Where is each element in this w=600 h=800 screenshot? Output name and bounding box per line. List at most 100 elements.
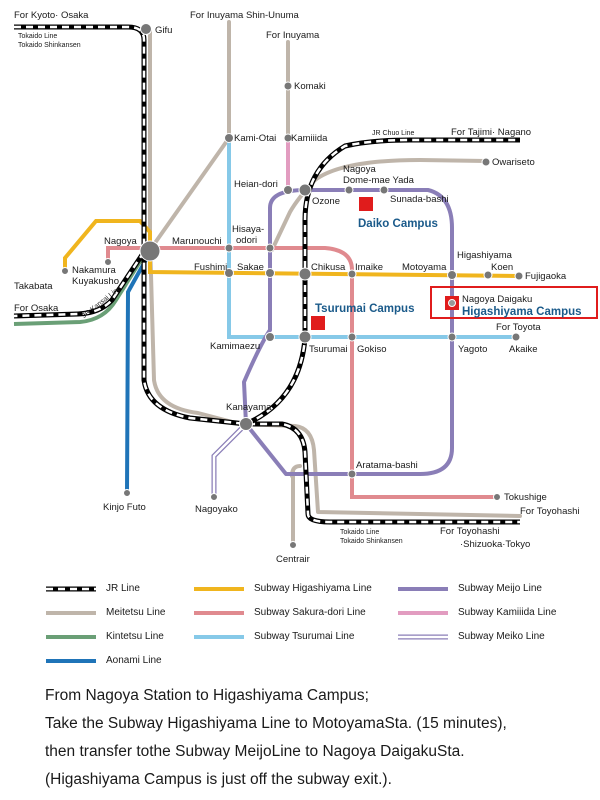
station-dot-owariseto (481, 157, 491, 167)
legend-swatch-higashiyama (194, 586, 244, 591)
legend-swatch-sakuradori (194, 610, 244, 615)
station-dot-centrair (289, 541, 297, 549)
directions-text: From Nagoya Station to Higashiyama Campu… (45, 682, 585, 794)
directions-line-1: From Nagoya Station to Higashiyama Campu… (45, 687, 369, 704)
legend-item-meiko: Subway Meiko Line (398, 631, 545, 642)
station-dot-sakae (265, 268, 275, 278)
legend-item-kamiiida: Subway Kamiiida Line (398, 607, 556, 618)
legend-label-higashiyama: Subway Higashiyama Line (254, 583, 372, 594)
campus-labels: Daiko Campus Tsurumai Campus Higashiyama… (315, 218, 582, 318)
legend-swatch-kamiiida (398, 610, 448, 615)
legend-swatch-kintetsu (46, 634, 96, 639)
dest-toyota: For Toyota (496, 322, 541, 333)
meiko-line (211, 422, 248, 497)
label-higashiyama-campus: Higashiyama Campus (462, 306, 582, 318)
legend-item-meitetsu: Meitetsu Line (46, 607, 165, 618)
label-gokiso: Gokiso (357, 344, 387, 355)
station-dot-nagoya-dome (344, 185, 354, 195)
legend-item-sakuradori: Subway Sakura-dori Line (194, 607, 366, 618)
label-higashiyama-koen-2: Koen (491, 262, 513, 273)
label-tokaido-line-2: Tokaido Line (340, 529, 379, 536)
legend-label-meiko: Subway Meiko Line (458, 631, 545, 642)
label-akaike: Akaike (509, 344, 538, 355)
label-sunada-bashi: Sunada-bashi (390, 194, 449, 205)
station-dot-ozone (298, 183, 312, 197)
label-aratama-bashi: Aratama-bashi (356, 460, 418, 471)
station-dot-kanayama (239, 417, 253, 431)
station-dot-tsurumai (298, 330, 312, 344)
station-dot-higashiyama-koen (483, 270, 493, 280)
station-dot-imaike (347, 269, 357, 279)
label-centrair: Centrair (276, 554, 310, 565)
label-komaki: Komaki (294, 81, 326, 92)
meitetsu-lines (148, 20, 522, 547)
station-dot-nakamura (104, 258, 112, 266)
rail-map: For Kyoto· Osaka Tokaido Line Tokaido Sh… (13, 10, 598, 565)
station-dot-komaki (283, 81, 293, 91)
station-dot-aratama-bashi (347, 469, 357, 479)
legend-item-kintetsu: Kintetsu Line (46, 631, 164, 642)
legend-label-meijo: Subway Meijo Line (458, 583, 542, 594)
station-dot-hisaya-odori (265, 243, 275, 253)
legend-swatch-tsurumai (194, 634, 244, 639)
dest-shizuoka-tokyo: ·Shizuoka·Tokyo (460, 539, 530, 550)
label-gifu: Gifu (155, 25, 172, 36)
legend-label-sakuradori: Subway Sakura-dori Line (254, 607, 366, 618)
map-legend: JR Line Meitetsu Line Kintetsu Line Aona… (46, 583, 586, 673)
kintetsu-line (13, 250, 148, 326)
label-nagoyako: Nagoyako (195, 504, 238, 515)
meijo-line (242, 188, 454, 476)
station-dot-nagoya (139, 240, 161, 262)
label-fujigaoka: Fujigaoka (525, 271, 567, 282)
station-dot-kinjo-futo (123, 489, 131, 497)
label-hisaya-odori-2: odori (236, 235, 257, 246)
label-jr-chuo-line: JR Chuo Line (372, 130, 415, 137)
dest-inuyama-shin-unuma: For Inuyama Shin-Unuma (190, 10, 299, 21)
label-marunouchi: Marunouchi (172, 236, 222, 247)
label-motoyama: Motoyama (402, 262, 447, 273)
label-tokaido-line: Tokaido Line (18, 33, 57, 40)
station-dot-sunada-bashi (379, 185, 389, 195)
station-dot-tokushige (493, 493, 501, 501)
directions-line-3: then transfer tothe Subway MeijoLine to … (45, 743, 465, 760)
daiko-campus-marker (359, 197, 373, 211)
tsurumai-line (227, 140, 516, 339)
legend-swatch-aonami (46, 658, 96, 663)
dest-inuyama: For Inuyama (266, 30, 320, 41)
station-dot-gokiso (347, 332, 357, 342)
legend-item-higashiyama: Subway Higashiyama Line (194, 583, 372, 594)
dest-toyohashi: For Toyohashi (520, 506, 580, 517)
legend-swatch-jr (46, 586, 96, 591)
label-imaike: Imaike (355, 262, 383, 273)
legend-label-kamiiida: Subway Kamiiida Line (458, 607, 557, 618)
legend-item-meijo: Subway Meijo Line (398, 583, 542, 594)
label-nagoya-daigaku: Nagoya Daigaku (462, 294, 532, 305)
directions-line-2: Take the Subway Higashiyama Line to Moto… (45, 715, 507, 732)
directions-line-4: (Higashiyama Campus is just off the subw… (45, 771, 392, 788)
dest-kyoto-osaka: For Kyoto· Osaka (14, 10, 89, 21)
label-yagoto: Yagoto (458, 344, 487, 355)
dest-osaka: For Osaka (14, 303, 59, 314)
station-dot-fushimi (224, 268, 234, 278)
label-nagoya: Nagoya (104, 236, 137, 247)
label-tokushige: Tokushige (504, 492, 547, 503)
station-dot-nagoyako (210, 493, 218, 501)
higashiyama-campus-station-dot (448, 299, 456, 307)
label-kanayama: Kanayama (226, 402, 272, 413)
campus-markers (311, 197, 598, 330)
legend-label-aonami: Aonami Line (106, 655, 162, 666)
station-dot-chikusa (298, 267, 312, 281)
legend-swatch-meijo (398, 586, 448, 591)
station-dot-kami-otai (224, 133, 234, 143)
aonami-line (125, 255, 150, 494)
station-dot-fujigaoka (514, 271, 524, 281)
legend-swatch-meiko (398, 634, 448, 639)
label-fushimi: Fushimi (194, 262, 227, 273)
label-heian-dori: Heian-dori (234, 179, 278, 190)
label-hisaya-odori-1: Hisaya- (232, 224, 264, 235)
label-owariseto: Owariseto (492, 157, 535, 168)
label-kami-otai: Kami-Otai (234, 133, 276, 144)
station-dot-takabata (61, 267, 69, 275)
label-daiko-campus: Daiko Campus (358, 218, 438, 230)
label-tokaido-shinkansen: Tokaido Shinkansen (18, 42, 81, 49)
